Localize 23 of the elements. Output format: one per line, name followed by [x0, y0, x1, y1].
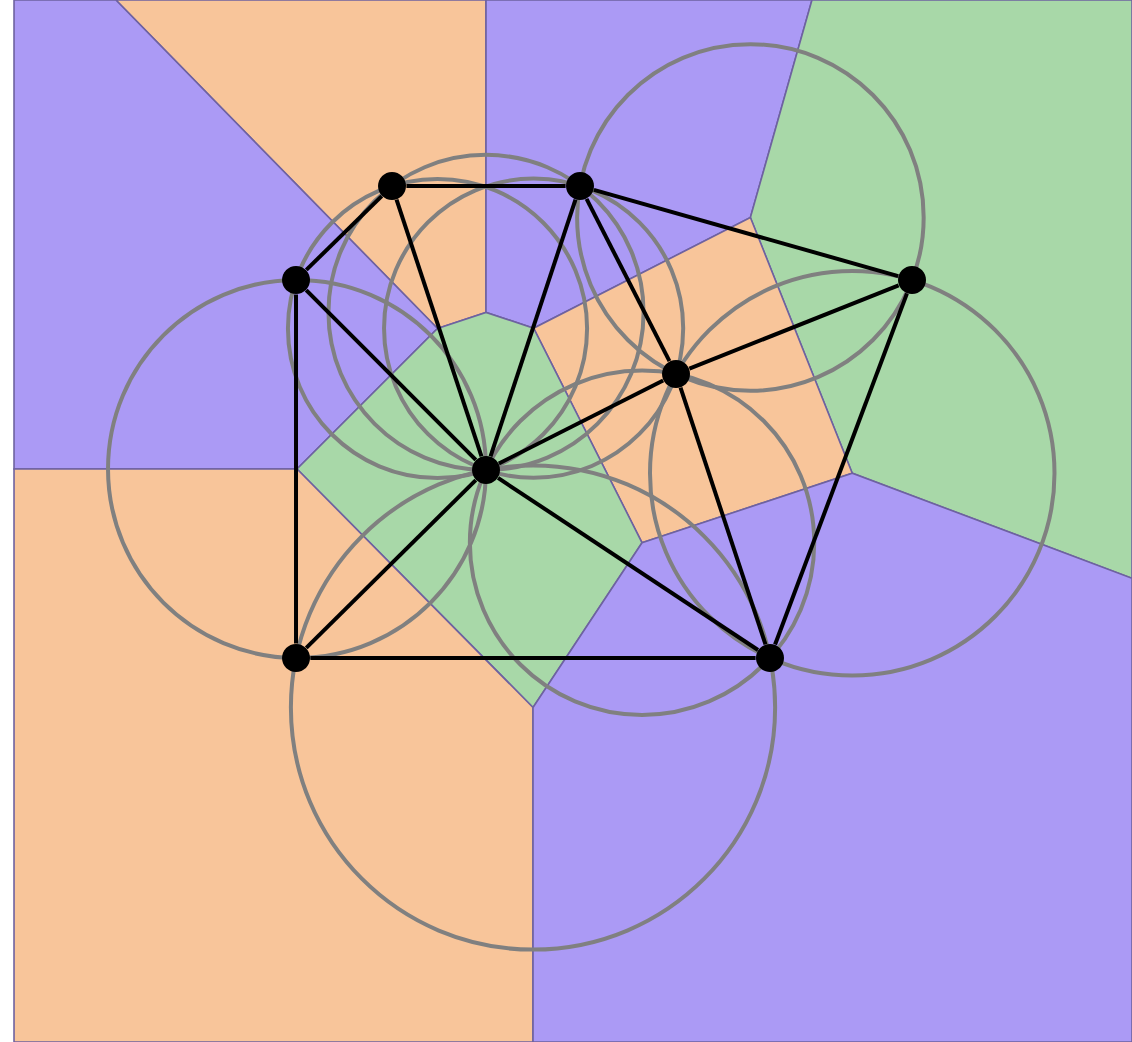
edge-line: [497, 378, 665, 466]
edge-line: [584, 197, 672, 363]
point-dot: [472, 456, 500, 484]
edge-line: [304, 478, 478, 650]
point-dot: [378, 172, 406, 200]
point-dot: [282, 644, 310, 672]
edge-line: [304, 194, 384, 272]
edge-line: [496, 476, 760, 652]
edge-line: [678, 387, 768, 645]
edge-line: [406, 184, 566, 188]
edge-line: [294, 294, 298, 644]
point-dot: [898, 266, 926, 294]
point-dot: [756, 644, 784, 672]
edge-line: [773, 292, 909, 646]
edge-line: [304, 288, 478, 462]
edge-line: [488, 199, 578, 457]
edge-line: [394, 199, 484, 457]
point-dot: [282, 266, 310, 294]
point-dot: [662, 360, 690, 388]
edge-line: [593, 188, 899, 278]
edge-line: [310, 656, 756, 660]
point-dot: [566, 172, 594, 200]
edge-line: [688, 283, 900, 371]
